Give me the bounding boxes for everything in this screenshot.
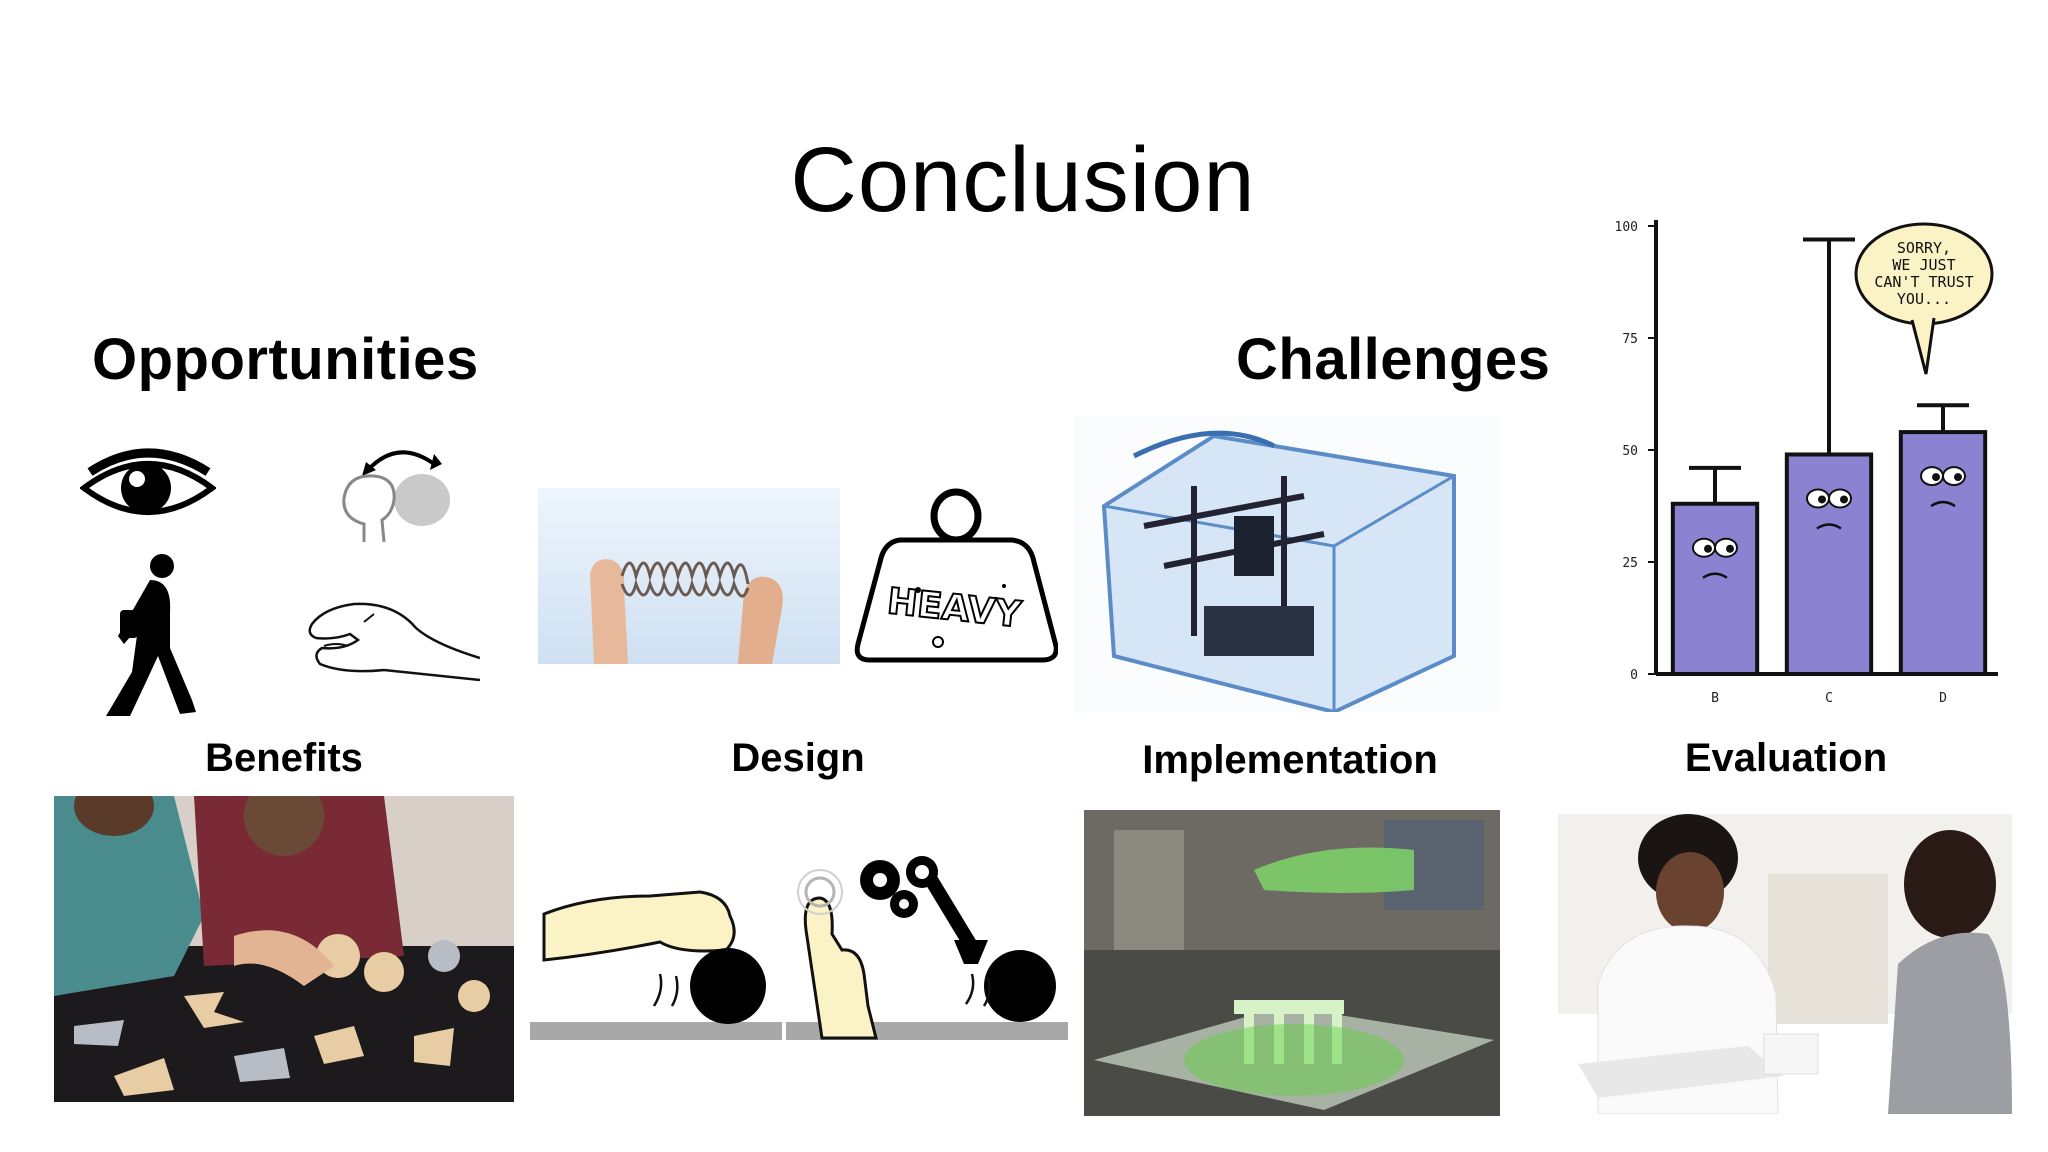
bar-pupil <box>1954 473 1962 482</box>
head-rotation-icon <box>334 434 454 554</box>
bar-b <box>1670 501 1760 677</box>
speech-line-1: SORRY, <box>1897 239 1951 257</box>
design-label: Design <box>731 736 865 780</box>
evaluation-photo <box>1558 814 2012 1114</box>
y-tick-label: 75 <box>1622 332 1638 347</box>
bar-mouth <box>1816 523 1842 530</box>
eye-icon <box>78 448 218 528</box>
x-tick-label: B <box>1711 691 1719 706</box>
bar-pupil <box>1726 544 1734 553</box>
design-interaction-diagram <box>530 856 1070 1040</box>
benefits-label: Benefits <box>205 736 363 780</box>
speech-bubble: SORRY, WE JUST CAN'T TRUST YOU... <box>1854 222 1994 375</box>
benefits-photo <box>54 796 514 1102</box>
bar-pupil <box>1932 473 1940 482</box>
bar-c <box>1784 452 1874 676</box>
y-tick-label: 25 <box>1622 556 1638 571</box>
bar-d <box>1898 430 1988 676</box>
speech-line-4: YOU... <box>1897 290 1951 308</box>
x-tick-label: C <box>1825 691 1833 706</box>
bar-mouth <box>1702 572 1728 579</box>
challenges-heading: Challenges <box>1236 327 1551 392</box>
bar-pupil <box>1818 495 1826 504</box>
bar-pupil <box>1840 495 1848 504</box>
y-tick-label: 0 <box>1630 668 1638 683</box>
y-tick-label: 50 <box>1622 444 1638 459</box>
opportunities-heading: Opportunities <box>92 327 479 392</box>
heavy-weight-icon: HEAVY <box>854 486 1059 664</box>
speech-line-3: CAN'T TRUST <box>1874 273 1973 291</box>
speech-line-2: WE JUST <box>1892 256 1955 274</box>
bar-mouth <box>1930 500 1956 508</box>
bar-pupil <box>1704 544 1712 553</box>
y-tick-label: 100 <box>1615 220 1638 235</box>
spring-photo <box>538 488 840 664</box>
implementation-label: Implementation <box>1142 738 1438 782</box>
slide-title: Conclusion <box>790 129 1256 231</box>
hand-gesture-icon <box>304 584 481 694</box>
evaluation-label: Evaluation <box>1684 736 1888 780</box>
implementation-photo <box>1084 810 1500 1116</box>
3d-printer-photo <box>1074 416 1498 712</box>
x-tick-label: D <box>1939 691 1947 706</box>
walking-person-icon <box>100 552 200 722</box>
